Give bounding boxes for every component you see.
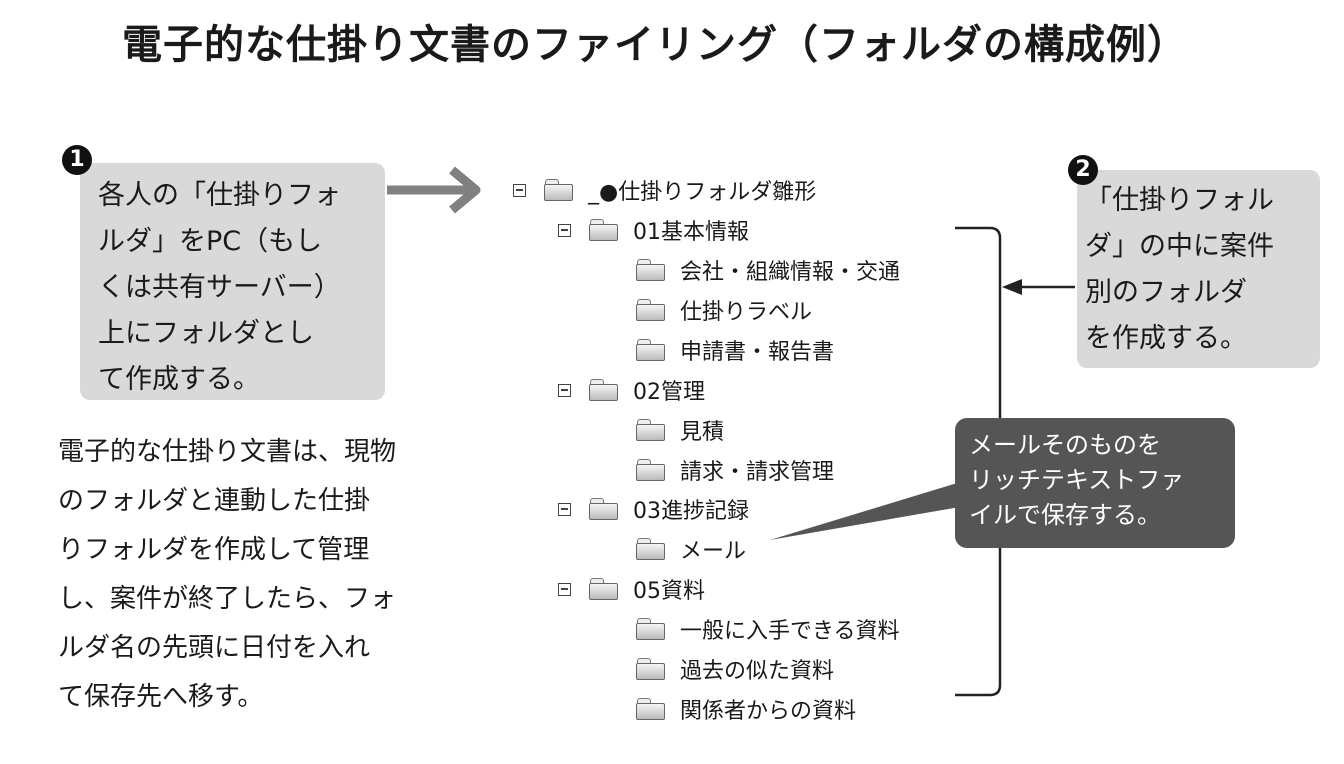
tree-item[interactable]: メール <box>636 532 746 566</box>
collapse-toggle-icon[interactable] <box>558 502 571 516</box>
folder-label: 03進捗記録 <box>633 499 749 524</box>
callout-line: リッチテキストファ <box>969 466 1185 494</box>
callout-step-1: 各人の「仕掛りフォ ルダ」をPC（もし くは共有サーバー） 上にフォルダとし て… <box>80 163 385 400</box>
folder-label: 申請書・報告書 <box>680 340 835 365</box>
tree-item[interactable]: 会社・組織情報・交通 <box>636 253 900 287</box>
callout-pointer <box>770 470 1000 540</box>
folder-icon <box>636 698 666 720</box>
tree-item[interactable]: 一般に入手できる資料 <box>636 612 900 646</box>
description-line: 電子的な仕掛り文書は、現物 <box>58 437 397 467</box>
folder-icon <box>636 538 666 560</box>
collapse-toggle-icon[interactable] <box>558 383 571 397</box>
tree-item[interactable]: 請求・請求管理 <box>636 453 834 487</box>
folder-label: メール <box>680 539 747 564</box>
callout-line: メールそのものを <box>969 431 1161 459</box>
page-title: 電子的な仕掛り文書のファイリング（フォルダの構成例） <box>122 22 1188 68</box>
callout-line: イルで保存する。 <box>969 501 1161 529</box>
folder-label: _●仕掛りフォルダ雛形 <box>588 180 817 205</box>
step-number-badge: 2 <box>1068 155 1098 185</box>
mail-callout: メールそのものを リッチテキストファ イルで保存する。 <box>955 418 1235 548</box>
folder-label: 見積 <box>680 420 725 445</box>
tree-item[interactable]: 見積 <box>636 413 724 447</box>
callout-line: を作成する。 <box>1085 323 1247 354</box>
folder-label: 過去の似た資料 <box>680 659 835 684</box>
folder-icon <box>636 259 666 281</box>
tree-item[interactable]: 05資料 <box>558 572 705 606</box>
step-number-badge: 1 <box>62 145 92 175</box>
folder-icon <box>636 459 666 481</box>
collapse-toggle-icon[interactable] <box>513 183 526 197</box>
folder-icon <box>636 618 666 640</box>
description-line: のフォルダと連動した仕掛 <box>58 486 371 516</box>
callout-line: 各人の「仕掛りフォ <box>98 180 341 211</box>
folder-icon <box>589 219 619 241</box>
folder-icon <box>636 419 666 441</box>
tree-item[interactable]: 関係者からの資料 <box>636 692 856 726</box>
folder-icon <box>589 379 619 401</box>
tree-item[interactable]: 01基本情報 <box>558 213 749 247</box>
description-line: し、案件が終了したら、フォ <box>58 584 397 614</box>
collapse-toggle-icon[interactable] <box>558 582 571 596</box>
folder-icon <box>589 498 619 520</box>
callout-line: くは共有サーバー） <box>98 272 341 303</box>
callout-line: 「仕掛りフォル <box>1085 185 1274 216</box>
tree-item[interactable]: 02管理 <box>558 373 705 407</box>
callout-step-2: 「仕掛りフォル ダ」の中に案件 別のフォルダ を作成する。 <box>1077 170 1320 368</box>
folder-icon <box>636 339 666 361</box>
tree-item[interactable]: 03進捗記録 <box>558 492 749 526</box>
tree-item[interactable]: 仕掛りラベル <box>636 293 812 327</box>
collapse-toggle-icon[interactable] <box>558 223 571 237</box>
description-text: 電子的な仕掛り文書は、現物 のフォルダと連動した仕掛 りフォルダを作成して管理 … <box>58 428 396 722</box>
description-line: りフォルダを作成して管理 <box>58 535 370 565</box>
tree-item[interactable]: _●仕掛りフォルダ雛形 <box>513 173 816 207</box>
folder-label: 05資料 <box>633 579 705 604</box>
callout-line: ルダ」をPC（もし <box>98 226 323 257</box>
folder-label: 一般に入手できる資料 <box>680 619 900 644</box>
description-line: て保存先へ移す。 <box>58 682 264 712</box>
arrow-right-icon <box>387 166 481 214</box>
callout-line: 上にフォルダとし <box>98 318 314 349</box>
description-line: ルダ名の先頭に日付を入れ <box>58 633 371 663</box>
tree-item[interactable]: 過去の似た資料 <box>636 652 834 686</box>
folder-label: 関係者からの資料 <box>680 699 857 724</box>
callout-line: 別のフォルダ <box>1085 277 1247 308</box>
callout-line: て作成する。 <box>98 364 260 395</box>
folder-label: 請求・請求管理 <box>680 460 835 485</box>
tree-item[interactable]: 申請書・報告書 <box>636 333 834 367</box>
folder-icon <box>636 299 666 321</box>
arrow-left-icon <box>1002 279 1075 295</box>
folder-icon <box>636 658 666 680</box>
folder-icon <box>589 578 619 600</box>
folder-label: 仕掛りラベル <box>680 300 813 325</box>
folder-label: 02管理 <box>633 380 705 405</box>
folder-icon <box>544 179 574 201</box>
folder-label: 01基本情報 <box>633 220 749 245</box>
folder-label: 会社・組織情報・交通 <box>680 260 901 285</box>
callout-line: ダ」の中に案件 <box>1085 231 1274 262</box>
